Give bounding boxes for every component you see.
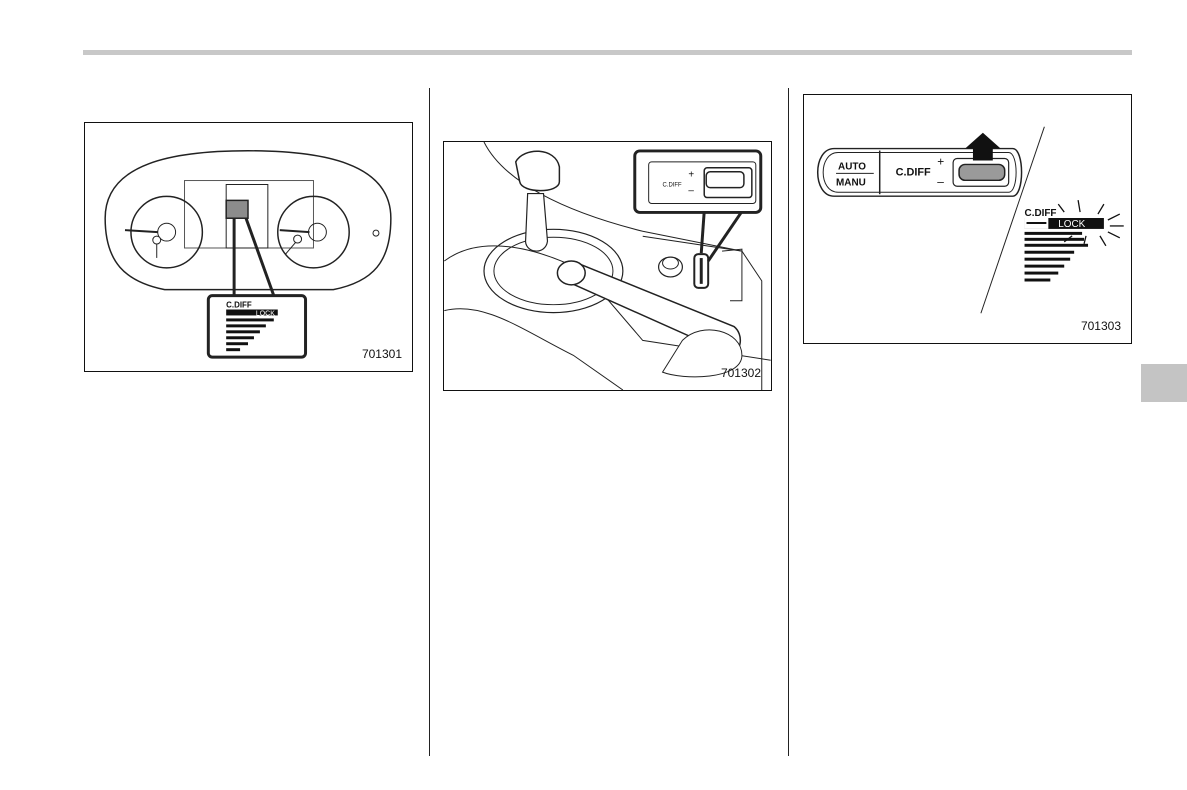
switch-label: C.DIFF	[663, 183, 683, 189]
cdiff-plus: +	[937, 154, 944, 168]
header-rule	[83, 50, 1132, 55]
display-title: C.DIFF	[226, 301, 252, 310]
figure-id: 701303	[1081, 319, 1121, 333]
figure-id: 701302	[721, 366, 761, 380]
column-divider-right	[788, 88, 789, 756]
figure-switch-operation: AUTO MANU C.DIFF + – C.DIFF LOCK	[803, 94, 1132, 344]
display-badge: LOCK	[1058, 219, 1085, 230]
column-divider-left	[429, 88, 430, 756]
switch-operation-illustration: AUTO MANU C.DIFF + – C.DIFF LOCK	[804, 95, 1131, 343]
manu-label: MANU	[836, 177, 866, 188]
display-badge: LOCK	[256, 310, 275, 317]
cdiff-rocker	[959, 164, 1005, 180]
cdiff-minus: –	[937, 174, 944, 188]
auto-label: AUTO	[838, 161, 866, 172]
display-highlight	[226, 200, 248, 218]
center-console-illustration: C.DIFF + –	[444, 142, 771, 390]
instrument-cluster-illustration: C.DIFF LOCK	[85, 123, 412, 371]
figure-console-switch: C.DIFF + – 701302	[443, 141, 772, 391]
figure-instrument-cluster: C.DIFF LOCK 701301	[84, 122, 413, 372]
switch-plus: +	[688, 170, 694, 181]
shift-knob	[516, 151, 560, 190]
chapter-tab	[1141, 364, 1187, 402]
cdiff-button-label: C.DIFF	[896, 166, 931, 178]
switch-minus: –	[688, 186, 694, 197]
figure-id: 701301	[362, 347, 402, 361]
display-title: C.DIFF	[1025, 208, 1057, 219]
